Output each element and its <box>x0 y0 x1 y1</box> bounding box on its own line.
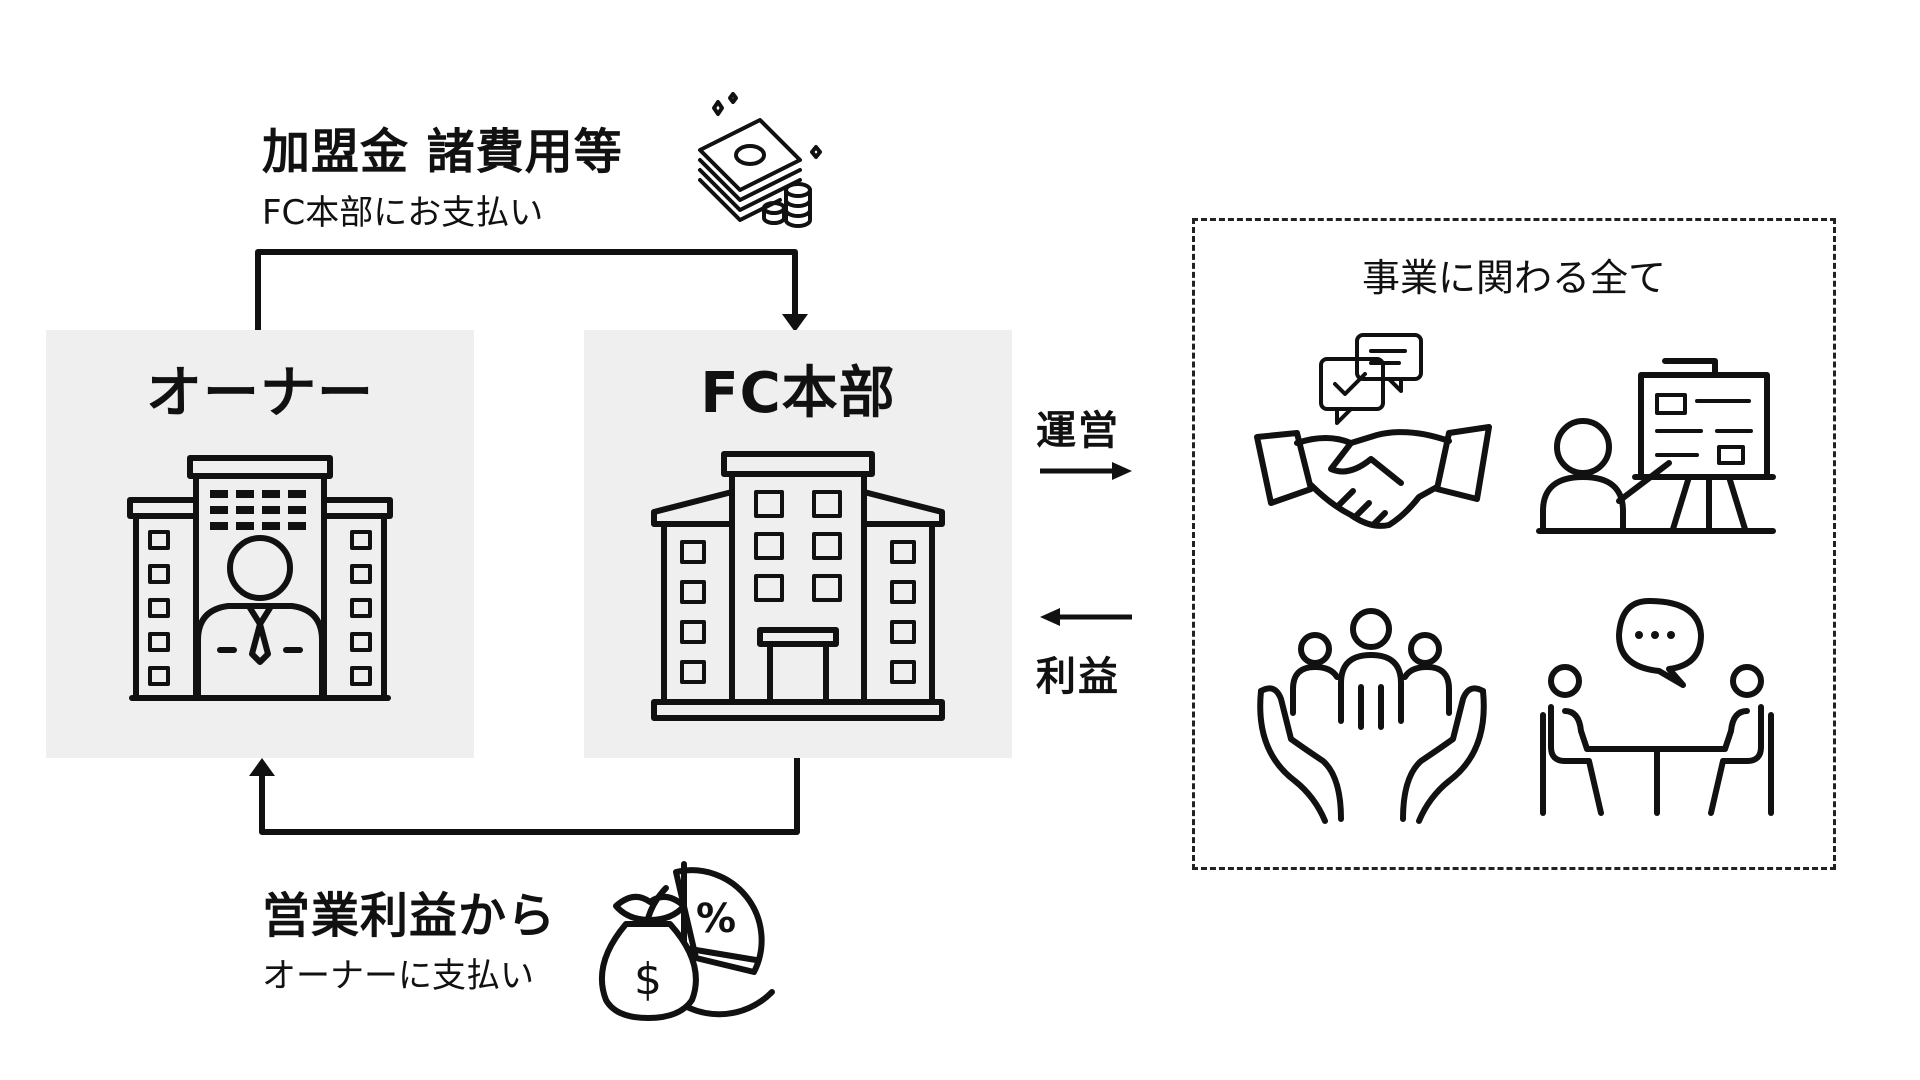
business-title: 事業に関わる全て <box>1361 256 1666 300</box>
money-stack-icon <box>698 92 822 228</box>
fee-subtitle: FC本部にお支払い <box>262 193 544 233</box>
fee-flow-arrowhead <box>782 314 808 332</box>
hq-building-icon <box>651 451 945 721</box>
money-bag-pie-icon: $ % <box>598 861 775 1021</box>
profit-side-label: 利益 <box>1036 654 1120 700</box>
profit-flow-line <box>259 753 800 835</box>
svg-text:$: $ <box>634 954 662 1005</box>
owner-building-icon <box>127 455 393 701</box>
svg-text:%: % <box>696 896 736 942</box>
owner-box: オーナー <box>46 330 474 758</box>
fee-flow-line <box>255 249 798 333</box>
business-box: 事業に関わる全て <box>1192 218 1836 870</box>
owner-title: オーナー <box>146 361 374 426</box>
operate-label: 運営 <box>1036 408 1120 454</box>
profit-arrow <box>1040 608 1132 626</box>
handshake-chat-icon <box>1254 333 1492 529</box>
meeting-icon <box>1540 598 1774 816</box>
hq-box: FC本部 <box>584 330 1012 758</box>
hq-title: FC本部 <box>700 361 896 426</box>
profit-subtitle: オーナーに支払い <box>262 956 534 996</box>
operate-arrow <box>1040 462 1132 480</box>
team-support-icon <box>1257 608 1487 824</box>
fee-title: 加盟金 諸費用等 <box>262 124 623 180</box>
profit-flow-arrowhead <box>249 758 275 776</box>
profit-title: 営業利益から <box>262 888 557 944</box>
presentation-icon <box>1536 358 1776 534</box>
